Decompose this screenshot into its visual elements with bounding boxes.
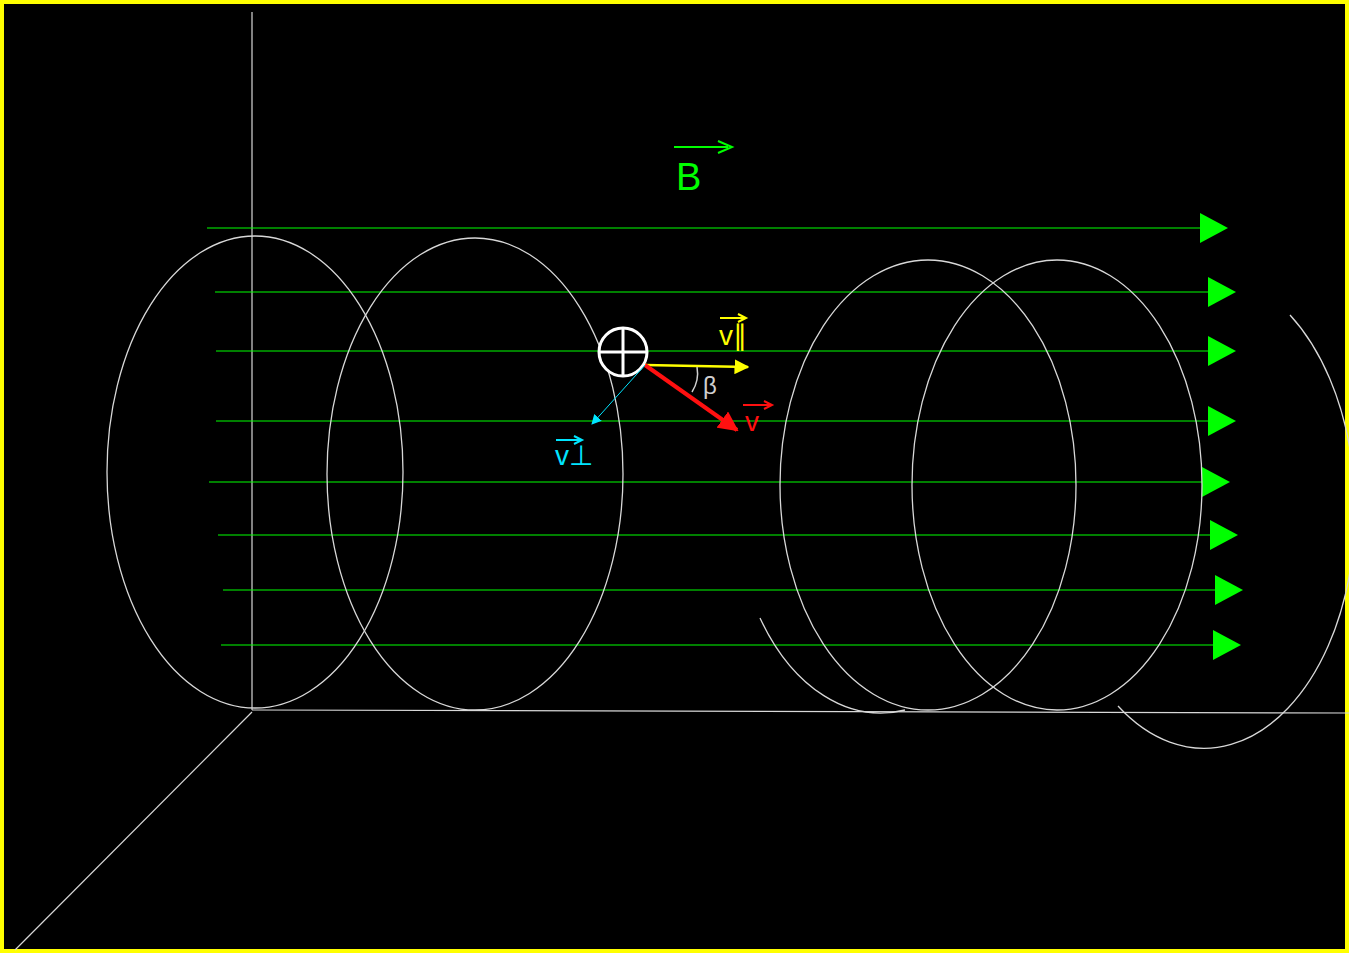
angle-arc: [692, 367, 698, 392]
angle-label: β: [703, 374, 717, 398]
vector-arrows: [556, 141, 772, 444]
perpendicular-velocity-label: v⊥: [555, 442, 593, 470]
helix-path: [107, 236, 1349, 748]
field-line: [207, 213, 1228, 243]
velocity-arrow: [645, 365, 737, 430]
field-line: [221, 630, 1241, 660]
field-line: [215, 277, 1236, 307]
charged-particle: [599, 328, 647, 376]
parallel-velocity-label: v∥: [719, 322, 747, 350]
perpendicular-velocity-arrow: [592, 365, 645, 424]
velocity-label: v: [745, 408, 759, 436]
field-line: [223, 575, 1243, 605]
field-label: B: [676, 158, 701, 196]
parallel-velocity-arrow: [645, 365, 748, 367]
axes: [15, 12, 1349, 950]
field-lines: [207, 213, 1243, 660]
field-line: [209, 467, 1230, 497]
field-line: [218, 520, 1238, 550]
